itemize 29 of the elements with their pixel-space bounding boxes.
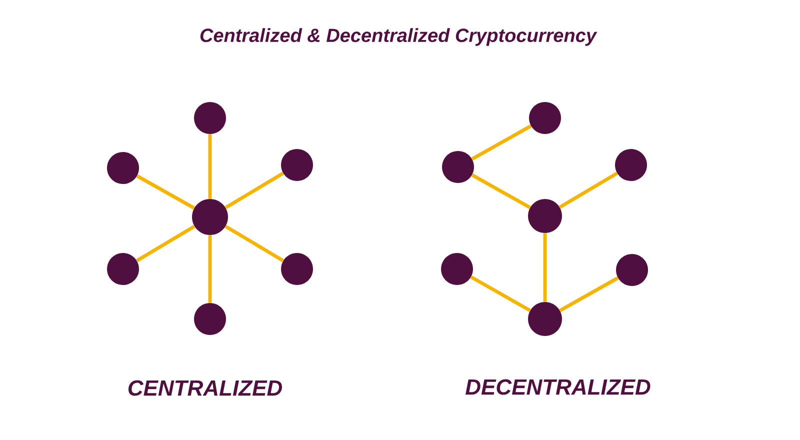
title: Centralized & Decentralized Cryptocurrency: [200, 28, 598, 46]
connector-line: [208, 235, 212, 303]
connector-line: [558, 172, 618, 209]
node-circle: [615, 149, 647, 181]
connector-line: [471, 124, 532, 161]
connector-line: [470, 275, 531, 312]
node-circle: [442, 151, 474, 183]
node-circle: [192, 199, 228, 235]
connector-line: [559, 276, 619, 312]
section-label: CENTRALIZED: [128, 380, 282, 396]
connector-line: [543, 233, 547, 302]
node-circle: [107, 152, 139, 184]
connector-line: [136, 224, 196, 262]
connector-line: [471, 173, 531, 210]
node-circle: [616, 254, 648, 286]
connector-line: [224, 172, 284, 210]
node-circle: [281, 253, 313, 285]
node-circle: [528, 199, 562, 233]
section-label: DECENTRALIZED: [466, 379, 650, 395]
connector-line: [224, 224, 284, 262]
node-circle: [281, 149, 313, 181]
connector-line: [208, 134, 212, 199]
node-circle: [528, 302, 562, 336]
node-circle: [529, 102, 561, 134]
node-circle: [194, 102, 226, 134]
node-circle: [194, 303, 226, 335]
connector-line: [136, 174, 195, 210]
node-circle: [441, 253, 473, 285]
node-circle: [107, 253, 139, 285]
